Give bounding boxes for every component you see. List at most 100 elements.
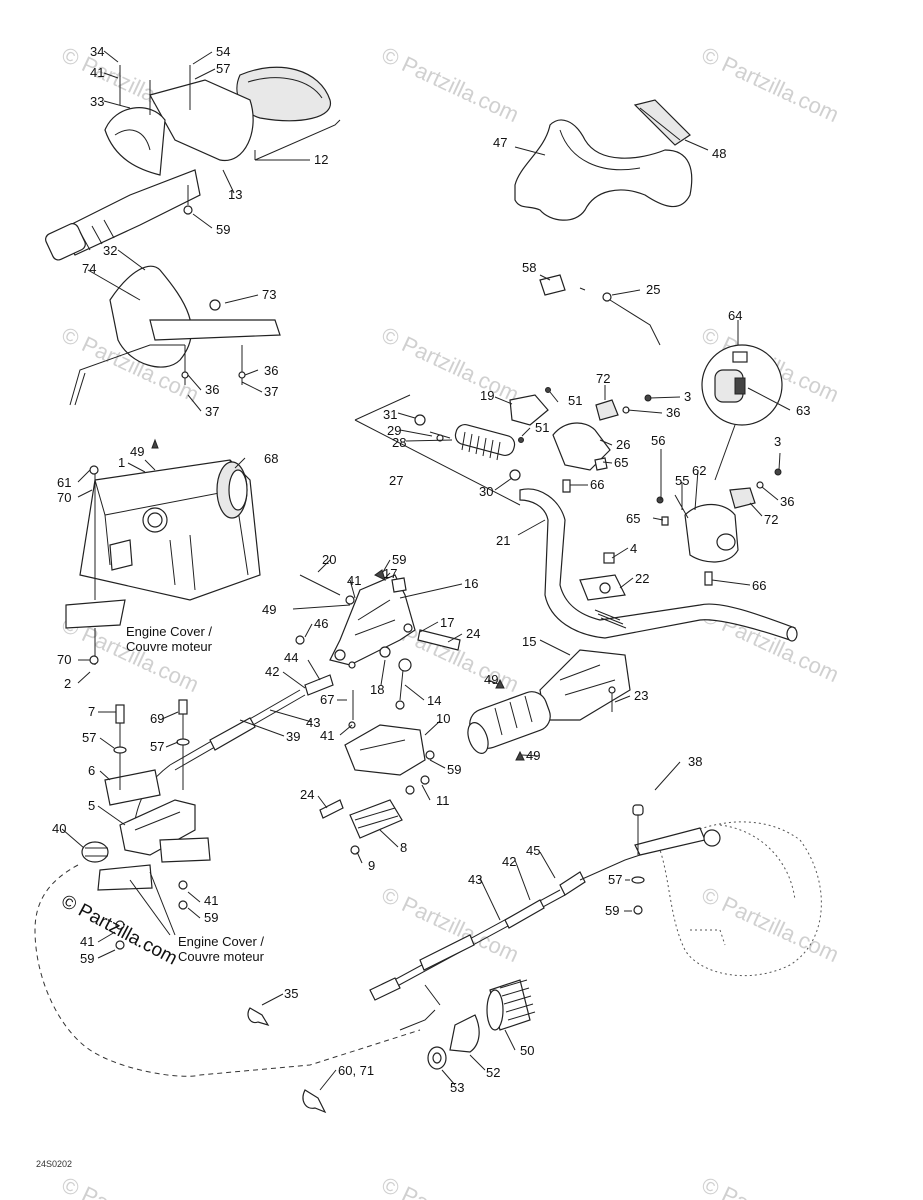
mount-bracket-5 [81, 699, 211, 950]
callout-31: 31 [383, 407, 397, 422]
callout-34: 34 [90, 44, 104, 59]
callout-11: 11 [436, 793, 450, 808]
callout-8: 8 [400, 840, 407, 855]
callout-43: 43 [468, 872, 482, 887]
watermark: © Partzilla.com [698, 42, 843, 127]
handlebar-assembly-top [45, 65, 341, 261]
callout-6: 6 [88, 763, 95, 778]
handlebar-clamp-22 [579, 552, 626, 601]
callout-46: 46 [314, 616, 328, 631]
callout-58: 58 [522, 260, 536, 275]
callout-64: 64 [728, 308, 742, 323]
callout-50: 50 [520, 1043, 534, 1058]
callout-3: 3 [774, 434, 781, 449]
callout-49: 49 [262, 602, 276, 617]
callout-68: 68 [264, 451, 278, 466]
jet-nozzle-38 [631, 804, 822, 977]
callout-56: 56 [651, 433, 665, 448]
left-grip-27 [354, 394, 521, 506]
callout-17: 17 [383, 566, 397, 581]
engine-cover-label-1: Engine Cover / Couvre moteur [126, 624, 213, 654]
engine-cover-label-line1: Engine Cover / [178, 934, 264, 949]
callouts: 34 41 33 54 57 12 13 59 32 74 73 36 36 3… [52, 44, 810, 1095]
callout-70: 70 [57, 652, 71, 667]
support-10 [319, 690, 435, 855]
engine-cover-label-2: Engine Cover / Couvre moteur [178, 934, 265, 964]
callout-20: 20 [322, 552, 336, 567]
callout-70: 70 [57, 490, 71, 505]
steering-cable-lower-43 [369, 854, 641, 1001]
callout-65: 65 [614, 455, 628, 470]
watermark: © Partzilla.com [698, 1172, 843, 1200]
callout-36: 36 [264, 363, 278, 378]
callout-27: 27 [389, 473, 403, 488]
callout-18: 18 [370, 682, 384, 697]
callout-55: 55 [675, 473, 689, 488]
callout-36: 36 [205, 382, 219, 397]
callout-41: 41 [320, 728, 334, 743]
callout-39: 39 [286, 729, 300, 744]
callout-4: 4 [630, 541, 637, 556]
callout-9: 9 [368, 858, 375, 873]
handlebar-21 [519, 488, 798, 642]
callout-40: 40 [52, 821, 66, 836]
leader-lines [61, 50, 791, 1091]
link-14 [379, 646, 412, 710]
callout-35: 35 [284, 986, 298, 1001]
callout-51: 51 [568, 393, 582, 408]
callout-57: 57 [216, 61, 230, 76]
callout-36: 36 [780, 494, 794, 509]
callout-16: 16 [464, 576, 478, 591]
switch-housing-62 [656, 468, 782, 586]
callout-53: 53 [450, 1080, 464, 1095]
callout-29: 29 [387, 423, 401, 438]
callout-59: 59 [216, 222, 230, 237]
callout-38: 38 [688, 754, 702, 769]
callout-74: 74 [82, 261, 96, 276]
callout-61: 61 [57, 475, 71, 490]
callout-26: 26 [616, 437, 630, 452]
callout-1: 1 [118, 455, 125, 470]
callout-44: 44 [284, 650, 298, 665]
steering-column-15 [467, 649, 631, 761]
callout-48: 48 [712, 146, 726, 161]
callout-69: 69 [150, 711, 164, 726]
callout-57: 57 [608, 872, 622, 887]
callout-49: 49 [484, 672, 498, 687]
callout-57: 57 [150, 739, 164, 754]
callout-66: 66 [590, 477, 604, 492]
callout-59: 59 [447, 762, 461, 777]
callout-60-71: 60, 71 [338, 1063, 374, 1078]
diagram-code: 24S0202 [36, 1159, 72, 1169]
steering-support-32 [69, 265, 281, 406]
callout-15: 15 [522, 634, 536, 649]
callout-49: 49 [130, 444, 144, 459]
callout-21: 21 [496, 533, 510, 548]
callout-5: 5 [88, 798, 95, 813]
callout-36: 36 [666, 405, 680, 420]
callout-24: 24 [466, 626, 480, 641]
callout-19: 19 [480, 388, 494, 403]
callout-59: 59 [204, 910, 218, 925]
cable-route [34, 864, 421, 1077]
callout-32: 32 [103, 243, 117, 258]
engine-cover-label-line2: Couvre moteur [126, 639, 213, 654]
callout-13: 13 [228, 187, 242, 202]
callout-42: 42 [265, 664, 279, 679]
callout-28: 28 [392, 435, 406, 450]
callout-7: 7 [88, 704, 95, 719]
callout-41: 41 [90, 65, 104, 80]
callout-3: 3 [684, 389, 691, 404]
callout-52: 52 [486, 1065, 500, 1080]
watermark: © Partzilla.com [378, 322, 523, 407]
callout-14: 14 [427, 693, 441, 708]
callout-49: 49 [526, 748, 540, 763]
cable-fitting-50 [399, 979, 536, 1070]
callout-37: 37 [205, 404, 219, 419]
switch-detail-64 [701, 344, 783, 481]
callout-41: 41 [204, 893, 218, 908]
callout-73: 73 [262, 287, 276, 302]
callout-59: 59 [80, 951, 94, 966]
callout-42: 42 [502, 854, 516, 869]
